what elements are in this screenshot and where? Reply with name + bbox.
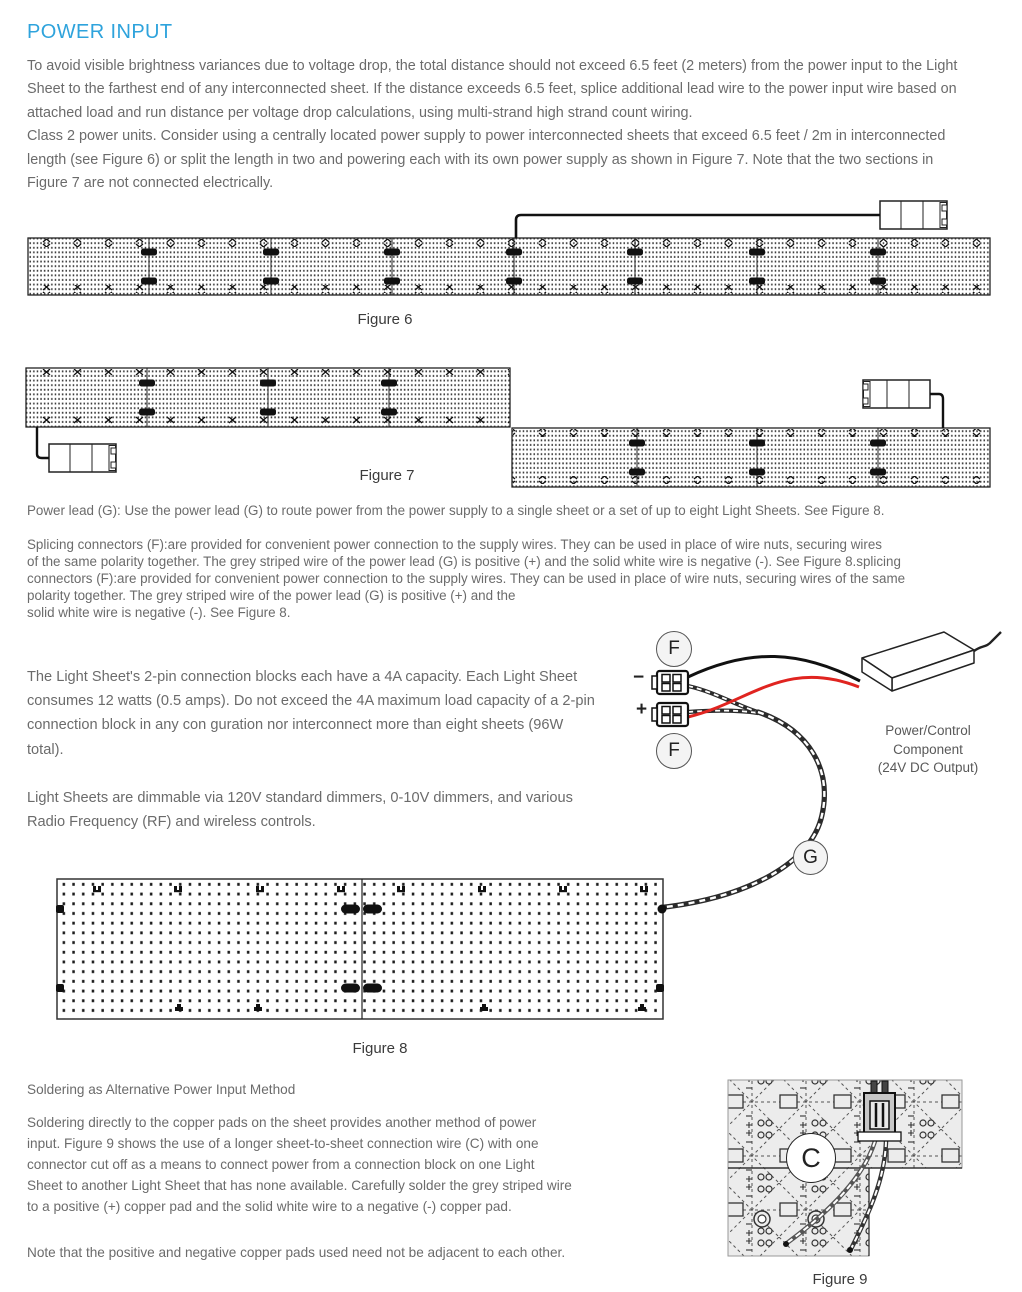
splicing-connector-bottom <box>651 701 690 728</box>
fig8-edge-connectors <box>56 904 667 992</box>
fig9-pcb-column <box>727 1167 870 1257</box>
wire-red <box>687 675 860 719</box>
fig6-xmarks-top <box>29 239 989 247</box>
fig7-right-xmarks-bottom <box>513 476 989 484</box>
fig7-right-xmarks-top <box>513 429 989 437</box>
splicing-connector-top <box>651 669 690 696</box>
fig9-pcb-band <box>727 1079 963 1169</box>
soldering-paragraph: Soldering directly to the copper pads on… <box>27 1115 572 1214</box>
figure6-label: Figure 6 <box>357 311 413 328</box>
fig6-xmarks-bottom <box>29 285 989 293</box>
soldering-heading: Soldering as Alternative Power Input Met… <box>27 1082 296 1097</box>
splicing-paragraph: Splicing connectors (F):are provided for… <box>27 537 906 620</box>
fig6-power-supply <box>879 200 948 230</box>
soldering-note: Note that the positive and negative copp… <box>27 1245 566 1260</box>
figure7-drawing <box>25 367 991 488</box>
fig7-left-dividers <box>146 368 390 427</box>
capacity-paragraph: The Light Sheet's 2-pin connection block… <box>27 669 595 758</box>
intro-paragraph: To avoid visible brightness variances du… <box>27 58 958 192</box>
fig6-sheet-dividers <box>148 238 879 295</box>
fig7-power-supply-right <box>862 379 931 409</box>
power-control-component <box>861 631 1002 692</box>
wire-black <box>687 655 861 683</box>
lead-wire-grey <box>652 683 827 913</box>
figure9-label: Figure 9 <box>812 1271 868 1288</box>
figure7-label: Figure 7 <box>359 467 415 484</box>
fig7-left-wire <box>35 427 49 460</box>
dimming-paragraph: Light Sheets are dimmable via 120V stand… <box>27 790 573 831</box>
fig7-power-supply-left <box>48 443 117 473</box>
power-lead-paragraph: Power lead (G): Use the power lead (G) t… <box>27 503 885 518</box>
fig7-right-dividers <box>636 428 879 487</box>
component-tail-wire <box>973 631 1002 652</box>
fig9-wires <box>783 1138 889 1253</box>
fig6-power-wire <box>514 213 880 238</box>
power-wiring-diagram <box>651 631 1002 913</box>
figure8-drawing <box>56 878 667 1020</box>
label-f-top: F <box>656 631 692 667</box>
plus-sign: + <box>636 699 648 720</box>
fig9-connector-block <box>857 1080 902 1142</box>
minus-sign: − <box>633 667 645 688</box>
figure9-drawing <box>727 1079 963 1257</box>
label-c: C <box>786 1133 836 1183</box>
figure8-label: Figure 8 <box>352 1040 408 1057</box>
fig7-right-wire <box>930 392 945 428</box>
label-g: G <box>793 840 828 875</box>
label-f-bottom: F <box>656 733 692 769</box>
fig8-light-sheet <box>56 878 664 1020</box>
fig8-connection-bridges <box>341 904 382 993</box>
figure6-drawing <box>27 200 991 296</box>
page-title: POWER INPUT <box>27 21 173 43</box>
